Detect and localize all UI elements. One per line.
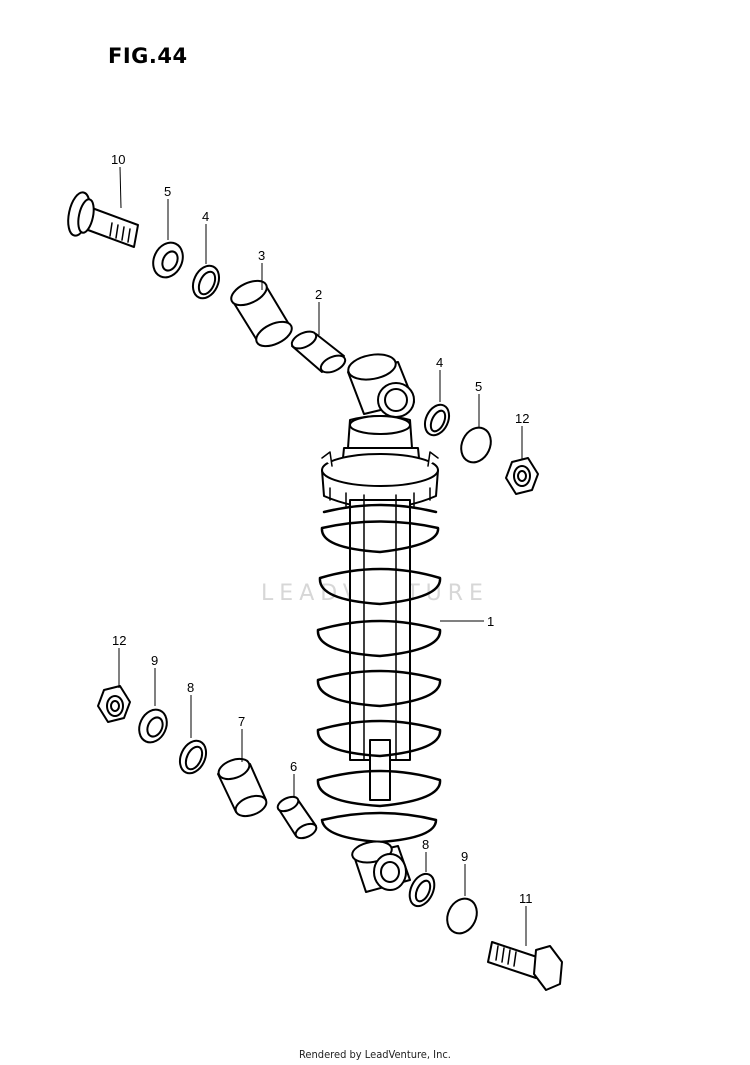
part-bushing-7 bbox=[217, 757, 268, 818]
callout-8-left: 8 bbox=[187, 680, 194, 695]
figure-title: FIG.44 bbox=[108, 44, 188, 68]
part-nut-12-left bbox=[97, 685, 131, 723]
footer-credit: Rendered by LeadVenture, Inc. bbox=[299, 1048, 451, 1061]
callout-12-top: 12 bbox=[515, 411, 529, 426]
callout-7: 7 bbox=[238, 714, 245, 729]
callout-numbers: 10 5 4 3 2 4 5 12 1 12 9 8 7 6 8 9 11 bbox=[111, 152, 533, 906]
part-sleeve-2 bbox=[290, 330, 347, 374]
part-sleeve-6 bbox=[276, 795, 318, 840]
callout-9-left: 9 bbox=[151, 653, 158, 668]
callout-5-top: 5 bbox=[164, 184, 171, 199]
callout-1: 1 bbox=[487, 614, 494, 629]
callout-8-right: 8 bbox=[422, 837, 429, 852]
part-bushing-3 bbox=[230, 279, 293, 348]
part-washer-9-left bbox=[138, 708, 168, 744]
part-washer-9-right bbox=[446, 897, 478, 935]
part-seal-4-right bbox=[423, 403, 451, 437]
callout-4-right: 4 bbox=[436, 355, 443, 370]
callout-6: 6 bbox=[290, 759, 297, 774]
callout-3: 3 bbox=[258, 248, 265, 263]
part-seal-8-right bbox=[408, 872, 436, 908]
part-bolt-11 bbox=[487, 941, 563, 991]
callout-11: 11 bbox=[519, 891, 533, 906]
part-seal-8-left bbox=[178, 739, 208, 775]
part-washer-5-top bbox=[152, 241, 184, 279]
callout-9-right: 9 bbox=[461, 849, 468, 864]
part-seal-4-top bbox=[191, 264, 221, 300]
part-nut-12-top bbox=[505, 457, 539, 495]
callout-4-top: 4 bbox=[202, 209, 209, 224]
part-shock-absorber-1 bbox=[316, 353, 442, 893]
callout-10: 10 bbox=[111, 152, 125, 167]
part-washer-5-right bbox=[460, 426, 492, 464]
callout-12-left: 12 bbox=[112, 633, 126, 648]
leader-lines bbox=[118, 166, 527, 946]
callout-5-right: 5 bbox=[475, 379, 482, 394]
callout-2: 2 bbox=[315, 287, 322, 302]
part-bolt-10 bbox=[67, 191, 139, 248]
